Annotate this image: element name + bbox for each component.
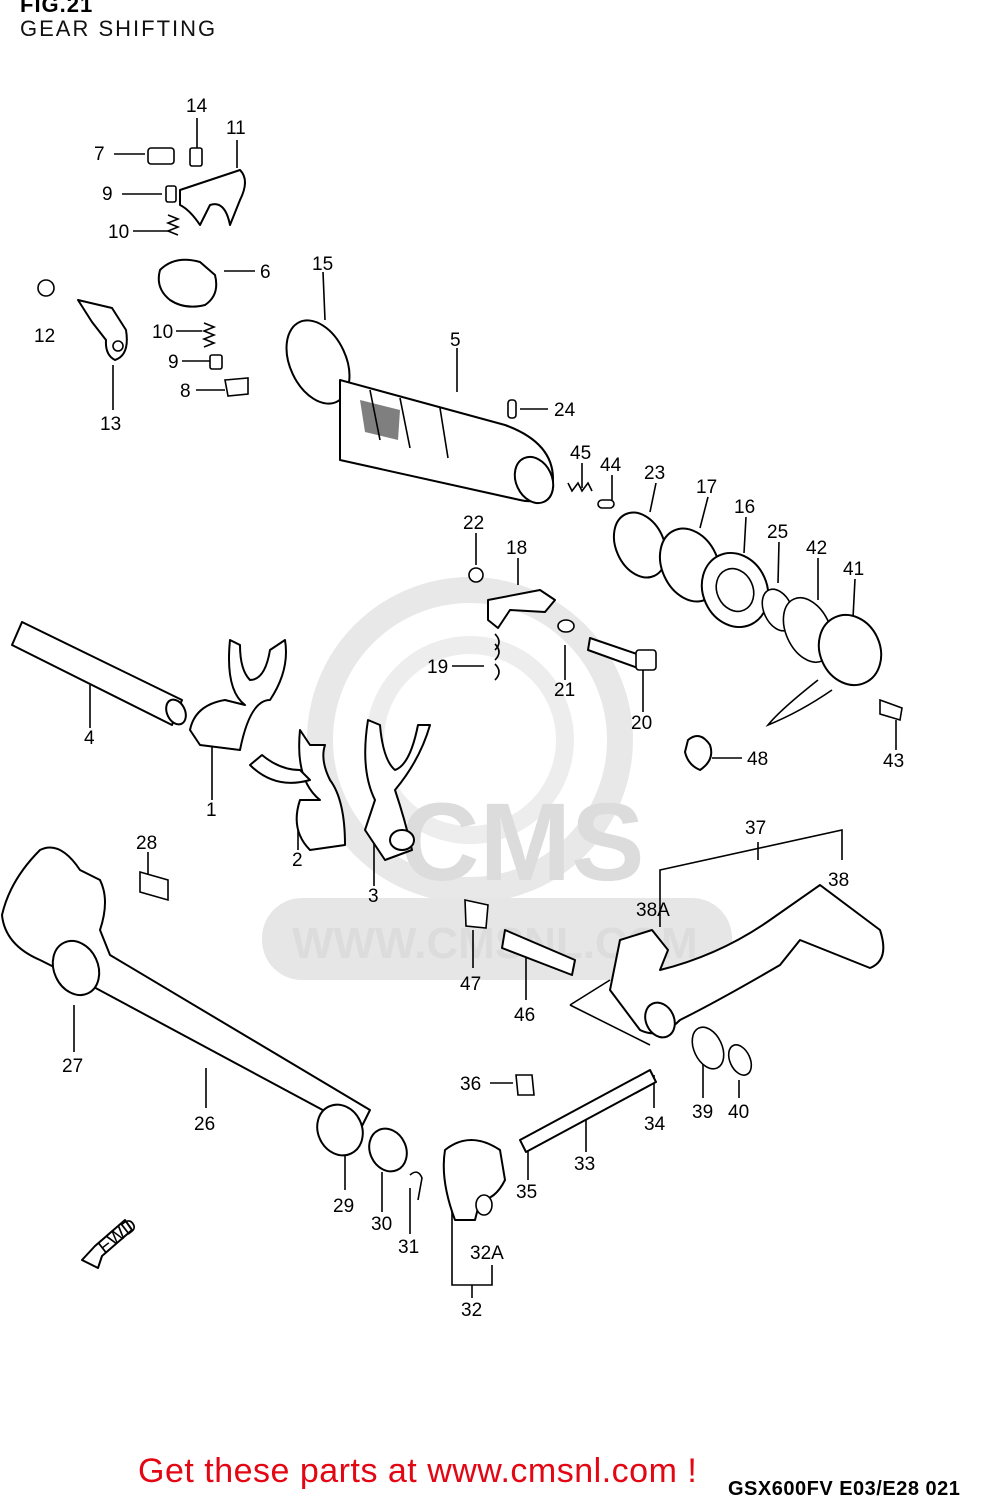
callout-24: 24 (554, 400, 576, 421)
callout-40: 40 (728, 1102, 749, 1123)
callout-26: 26 (194, 1114, 215, 1135)
part-cam-stopper-11-13 (77, 169, 246, 361)
callout-23: 23 (644, 463, 665, 484)
callout-20: 20 (631, 713, 652, 734)
callout-9: 9 (102, 184, 113, 205)
callout-11: 11 (226, 118, 246, 139)
part-gearshift-lever-37-38 (569, 884, 885, 1076)
part-springs-and-pins (37, 185, 615, 509)
callout-1: 1 (206, 800, 217, 821)
figure-number: FIG.21 (20, 0, 94, 17)
callout-21: 21 (554, 680, 575, 701)
callout-34: 34 (644, 1114, 666, 1135)
callout-10: 10 (108, 222, 129, 243)
callout-35: 35 (516, 1182, 537, 1203)
callout-32: 32 (461, 1300, 482, 1321)
callout-25: 25 (767, 522, 788, 543)
callout-29: 29 (333, 1196, 354, 1217)
callout-18: 18 (506, 538, 527, 559)
callout-10b: 10 (152, 322, 173, 343)
callout-16: 16 (734, 497, 755, 518)
callout-39: 39 (692, 1102, 713, 1123)
leader-lines (73, 118, 897, 1298)
callout-37: 37 (745, 818, 766, 839)
callout-38A: 38A (636, 900, 670, 921)
callout-numbers: 14 11 7 9 10 6 12 10 9 8 13 15 5 24 45 4… (34, 96, 904, 1321)
footer-advertisement-link[interactable]: Get these parts at www.cmsnl.com ! (138, 1452, 698, 1490)
callout-43: 43 (883, 751, 904, 772)
callout-8: 8 (180, 381, 191, 402)
callout-30: 30 (371, 1214, 392, 1235)
callout-33: 33 (574, 1154, 595, 1175)
callout-38: 38 (828, 870, 849, 891)
callout-22: 22 (463, 513, 484, 534)
callout-13: 13 (100, 414, 121, 435)
part-gearshift-cam-23-41 (612, 511, 883, 727)
part-forks-1-2-3 (189, 639, 431, 861)
part-shaft-4 (11, 621, 187, 726)
callout-2: 2 (292, 850, 303, 871)
callout-19: 19 (427, 657, 448, 678)
callout-46: 46 (514, 1005, 535, 1026)
part-shift-drum-15-5 (285, 319, 555, 505)
callout-14: 14 (186, 96, 208, 117)
part-cam-6 (147, 147, 218, 308)
callout-41: 41 (843, 559, 864, 580)
callout-47: 47 (460, 974, 481, 995)
callout-7: 7 (94, 144, 105, 165)
callout-5: 5 (450, 330, 461, 351)
callout-36: 36 (460, 1074, 481, 1095)
callout-27: 27 (62, 1056, 83, 1077)
callout-45: 45 (570, 443, 591, 464)
callout-17: 17 (696, 477, 717, 498)
callout-15: 15 (312, 254, 333, 275)
callout-3: 3 (368, 886, 379, 907)
callout-28: 28 (136, 833, 157, 854)
callout-31: 31 (398, 1237, 419, 1258)
callout-6: 6 (260, 262, 271, 283)
part-shift-rod-33-32 (442, 898, 657, 1221)
part-shift-shaft-26 (1, 846, 423, 1201)
watermark-brand: CMS (400, 781, 644, 904)
cms-watermark: CMS WWW.CMSNL.COM (262, 577, 732, 980)
callout-9b: 9 (168, 352, 179, 373)
callout-4: 4 (84, 728, 95, 749)
part-shift-pawl-18-20 (468, 567, 903, 771)
figure-title: GEAR SHIFTING (20, 16, 218, 41)
callout-32A: 32A (470, 1243, 504, 1264)
model-code: GSX600FV E03/E28 021 (728, 1478, 961, 1500)
callout-48: 48 (747, 749, 768, 770)
callout-42: 42 (806, 538, 827, 559)
fwd-arrow (81, 1219, 133, 1269)
fwd-label: FWD (94, 1215, 141, 1258)
callout-44: 44 (600, 455, 622, 476)
callout-12: 12 (34, 326, 55, 347)
